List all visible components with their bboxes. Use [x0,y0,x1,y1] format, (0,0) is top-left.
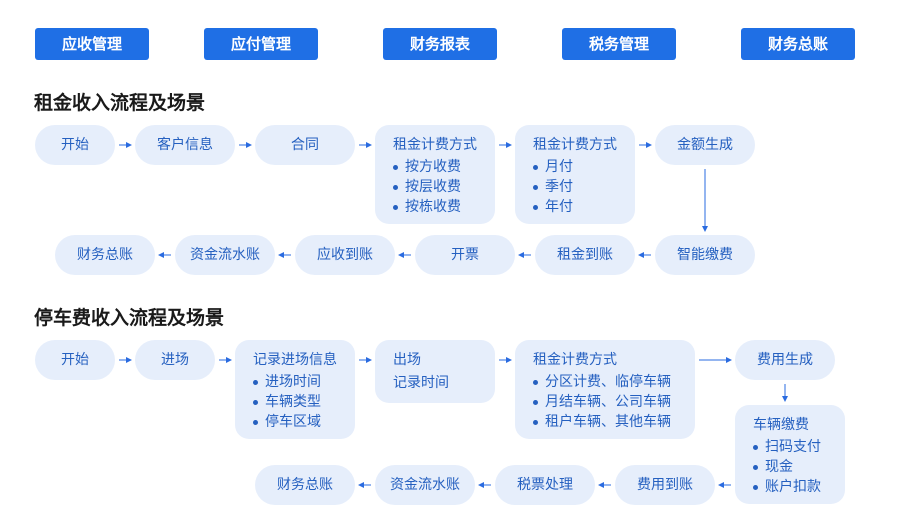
list-item: 扫码支付 [753,437,845,457]
list-item: 季付 [533,177,635,197]
rent-billing-method-title-1: 租金计费方式 [393,137,477,153]
parking-tax-process-node: 税票处理 [495,465,595,505]
parking-billing-box: 租金计费方式 分区计费、临停车辆 月结车辆、公司车辆 租户车辆、其他车辆 [515,340,695,439]
rent-billing-method-box-2: 租金计费方式 月付 季付 年付 [515,125,635,224]
rent-contract-node: 合同 [255,125,355,165]
list-item: 年付 [533,197,635,217]
parking-exit-title: 出场 [393,352,421,368]
parking-cash-journal-node: 资金流水账 [375,465,475,505]
parking-record-in-box: 记录进场信息 进场时间 车辆类型 停车区域 [235,340,355,439]
list-item: 现金 [753,457,845,477]
list-item: 按方收费 [393,157,495,177]
rent-start-node: 开始 [35,125,115,165]
list-item: 租户车辆、其他车辆 [533,412,695,432]
rent-received-node: 租金到账 [535,235,635,275]
list-item: 按栋收费 [393,197,495,217]
list-item: 月结车辆、公司车辆 [533,392,695,412]
tab-general-ledger[interactable]: 财务总账 [741,28,855,60]
rent-billing-method-box-1: 租金计费方式 按方收费 按层收费 按栋收费 [375,125,495,224]
rent-section-title: 租金收入流程及场景 [34,92,206,114]
parking-exit-box: 出场 记录时间 [375,340,495,403]
list-item: 分区计费、临停车辆 [533,372,695,392]
tab-payable[interactable]: 应付管理 [204,28,318,60]
parking-general-ledger-node: 财务总账 [255,465,355,505]
rent-receivable-node: 应收到账 [295,235,395,275]
tab-financial-report[interactable]: 财务报表 [383,28,497,60]
rent-billing-method-title-2: 租金计费方式 [533,137,617,153]
rent-smart-pay-node: 智能缴费 [655,235,755,275]
tab-receivable[interactable]: 应收管理 [35,28,149,60]
parking-start-node: 开始 [35,340,115,380]
parking-enter-node: 进场 [135,340,215,380]
list-item: 车辆类型 [253,392,355,412]
rent-cash-journal-node: 资金流水账 [175,235,275,275]
rent-customer-info-node: 客户信息 [135,125,235,165]
rent-general-ledger-node: 财务总账 [55,235,155,275]
parking-fee-received-node: 费用到账 [615,465,715,505]
list-item: 账户扣款 [753,477,845,497]
parking-record-in-title: 记录进场信息 [253,352,337,368]
list-item: 进场时间 [253,372,355,392]
parking-vehicle-pay-box: 车辆缴费 扫码支付 现金 账户扣款 [735,405,845,504]
parking-billing-title: 租金计费方式 [533,352,617,368]
parking-exit-sub: 记录时间 [393,375,449,391]
parking-fee-gen-node: 费用生成 [735,340,835,380]
list-item: 停车区域 [253,412,355,432]
parking-vehicle-pay-title: 车辆缴费 [753,417,809,433]
list-item: 月付 [533,157,635,177]
rent-amount-gen-node: 金额生成 [655,125,755,165]
rent-invoice-node: 开票 [415,235,515,275]
list-item: 按层收费 [393,177,495,197]
tab-tax-management[interactable]: 税务管理 [562,28,676,60]
parking-section-title: 停车费收入流程及场景 [34,307,225,329]
